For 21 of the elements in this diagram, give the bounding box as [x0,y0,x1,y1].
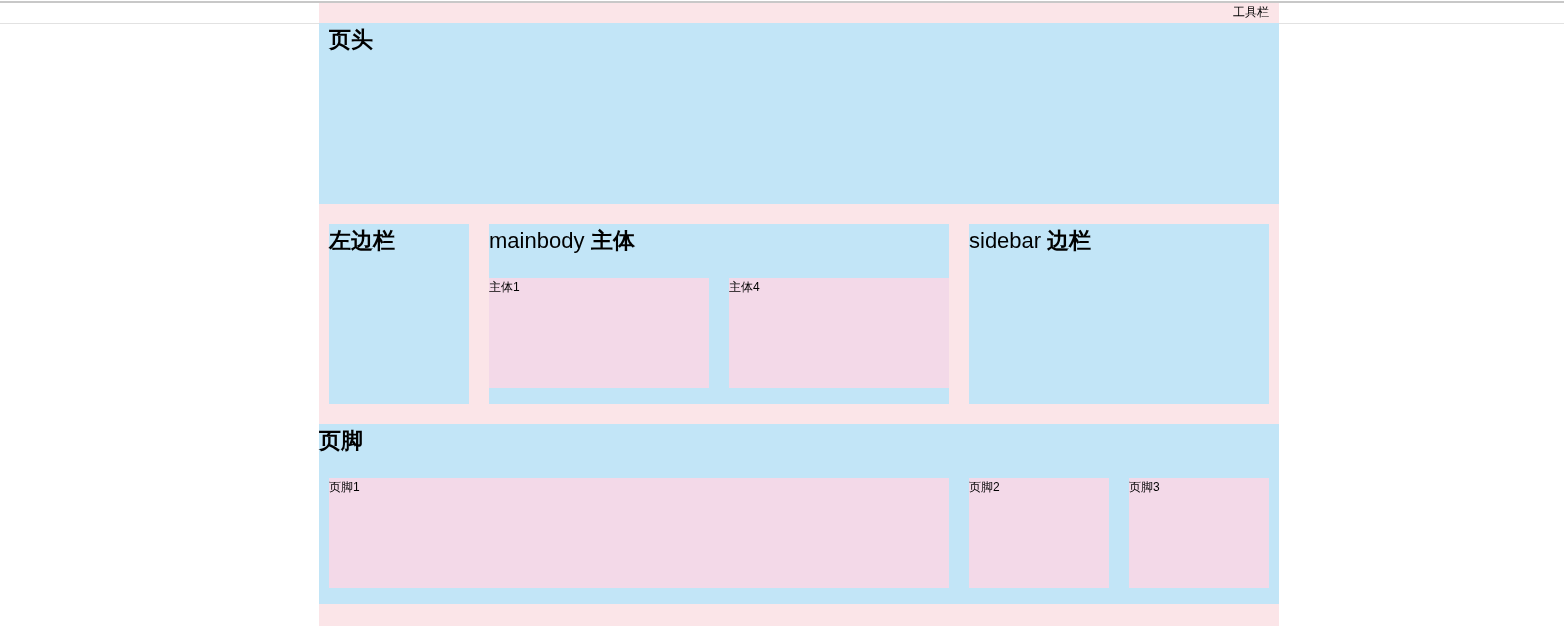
toolbar-label: 工具栏 [1233,5,1269,19]
block-label: 主体4 [729,280,760,294]
header-title: 页头 [329,27,373,53]
footer-block [969,478,1109,588]
footer-block [1129,478,1269,588]
main-panel [489,224,949,404]
content-block [729,278,949,388]
sidebar-panel [329,224,469,404]
panel-title: sidebar 边栏 [969,228,1092,254]
panel-title: 左边栏 [329,228,395,254]
content-block [489,278,709,388]
panel-title: mainbody 主体 [489,228,635,254]
footer-title: 页脚 [319,428,363,454]
block-label: 页脚3 [1129,480,1160,494]
sidebar-panel [969,224,1269,404]
header-panel [319,23,1279,204]
block-label: 主体1 [489,280,520,294]
footer-block [329,478,949,588]
footer-panel [319,424,1279,604]
block-label: 页脚1 [329,480,360,494]
block-label: 页脚2 [969,480,1000,494]
